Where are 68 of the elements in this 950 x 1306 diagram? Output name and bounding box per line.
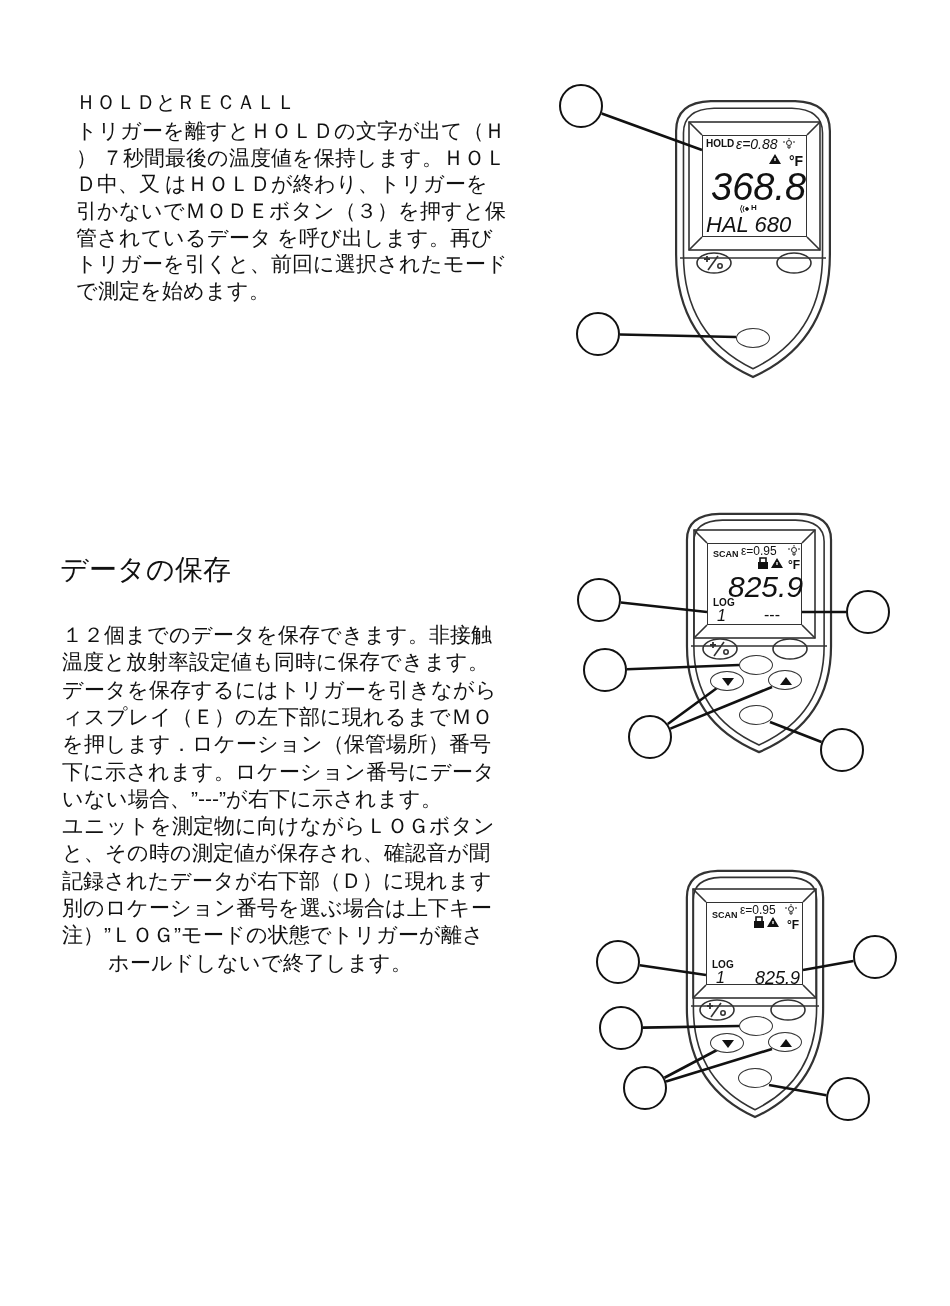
emissivity-value: ε=0.95 xyxy=(741,545,777,557)
paragraph-line: １２個までのデータを保存できます。非接触 xyxy=(62,624,492,645)
leader-line xyxy=(768,1083,827,1097)
display-text: LOG xyxy=(712,960,734,970)
callout-circle xyxy=(853,935,897,979)
display-text: HOLD xyxy=(706,139,735,149)
leader-line xyxy=(642,1024,740,1029)
display-text: HAL 680 xyxy=(706,214,792,236)
callout-circle xyxy=(623,1066,667,1110)
leader-line xyxy=(769,720,822,744)
callout-circle xyxy=(628,715,672,759)
callout-circle xyxy=(826,1077,870,1121)
paragraph-line: ホールドしないで終了します。 xyxy=(108,951,412,973)
callout-circle xyxy=(576,312,620,356)
leader-line xyxy=(665,1047,773,1083)
display-text: 1 xyxy=(716,970,725,986)
paragraph-line: と、その時の測定値が保存され、確認音が聞 xyxy=(62,842,490,864)
callout-circle xyxy=(577,578,621,622)
paragraph-line: 別のロケーション番号を選ぶ場合は上下キー xyxy=(62,897,492,918)
paragraph-line: 記録されたデータが右下部（Ｄ）に現れます xyxy=(62,869,492,891)
display-text: SCAN xyxy=(712,911,738,920)
device-button xyxy=(739,1016,773,1036)
leader-line xyxy=(802,610,846,614)
paragraph-line: ユニットを測定物に向けながらＬＯＧボタン xyxy=(62,815,495,837)
device-button xyxy=(710,1033,744,1053)
paragraph-line: いない場合、”---”が右下に示されます。 xyxy=(62,787,442,809)
paragraph-line: 注）”ＬＯＧ”モードの状態でトリガーが離さ xyxy=(62,924,484,946)
unit-label: °F xyxy=(787,919,800,931)
leader-line xyxy=(619,333,737,339)
emissivity-value: ε=0.88 xyxy=(736,137,778,151)
callout-circle xyxy=(559,84,603,128)
leader-line xyxy=(620,601,708,614)
display-screen xyxy=(706,902,803,985)
callout-circle xyxy=(846,590,890,634)
leader-line xyxy=(601,112,703,152)
device-button xyxy=(710,671,744,691)
display-screen xyxy=(702,135,807,237)
device-button xyxy=(736,328,770,348)
display-text: --- xyxy=(764,607,780,623)
paragraph: トリガーを離すとＨＯＬＤの文字が出て（Ｈ） ７秒間最後の温度値を保持します。ＨＯＬＤ中、又 はＨＯＬＤが終わり、トリガーを引かないでＭＯＤＥボタン（３）を押すと保管されているデータ を呼び出します。再びトリガーを引くと、前回に選択されたモードで測定を始めます。 xyxy=(76,118,508,305)
device-button xyxy=(739,655,773,675)
emissivity-value: ε=0.95 xyxy=(740,904,776,916)
device-button xyxy=(768,670,802,690)
display-text: 1 xyxy=(717,608,726,624)
paragraph-line: を押します．ロケーション（保管場所）番号 xyxy=(62,733,491,755)
callout-circle xyxy=(820,728,864,772)
leader-line xyxy=(626,663,740,671)
callout-circle xyxy=(599,1006,643,1050)
device-button xyxy=(768,1032,802,1052)
section-heading: データの保存 xyxy=(60,556,231,584)
unit-label: °F xyxy=(789,154,804,168)
temperature-reading: 825.9 xyxy=(755,969,801,987)
unit-label: °F xyxy=(788,559,801,571)
paragraph-line: ィスプレイ（Ｅ）の左下部に現れるまでＭＯ xyxy=(62,705,493,727)
paragraph-line: データを保存するにはトリガーを引きながら xyxy=(62,678,497,700)
leader-line xyxy=(639,963,707,977)
paragraph-line: 温度と放射率設定値も同時に保存できます。 xyxy=(62,651,489,673)
section-heading: ＨＯＬＤとＲＥＣＡＬＬ xyxy=(76,92,296,112)
callout-circle xyxy=(583,648,627,692)
device-button xyxy=(739,705,773,725)
leader-line xyxy=(802,959,854,972)
callout-circle xyxy=(596,940,640,984)
display-text: SCAN xyxy=(713,550,739,559)
device-button xyxy=(738,1068,772,1088)
leader-line xyxy=(663,1048,718,1079)
temperature-reading: 368.8 xyxy=(711,168,807,206)
paragraph-line: 下に示されます。ロケーション番号にデータ xyxy=(62,760,495,782)
display-text: H xyxy=(751,204,757,212)
